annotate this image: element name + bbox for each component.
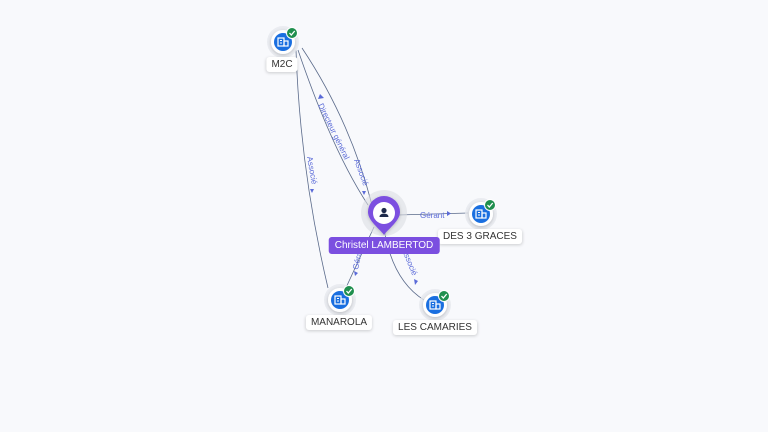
company-node-des3graces[interactable]: [465, 198, 497, 230]
company-label-lescamaries[interactable]: LES CAMARIES: [393, 320, 477, 335]
user-icon: [379, 207, 389, 217]
company-node-lescamaries[interactable]: [419, 289, 451, 321]
edge-arrow: [354, 271, 358, 276]
company-label-des3graces[interactable]: DES 3 GRACES: [438, 229, 522, 244]
company-label-manarola[interactable]: MANAROLA: [305, 315, 373, 330]
edge-gerant-des3graces[interactable]: [397, 212, 469, 216]
person-node[interactable]: [361, 190, 407, 236]
edge-directeur-general[interactable]: [297, 49, 369, 206]
edge-arrow: [310, 189, 314, 193]
edge-arrow: [362, 191, 366, 195]
edge-arrow: [318, 94, 324, 99]
edge-associe-manarola-m2c[interactable]: [295, 49, 329, 289]
company-node-manarola[interactable]: [324, 284, 356, 316]
verified-check-icon: [286, 27, 298, 39]
verified-check-icon: [484, 199, 496, 211]
edge-label-associe-manarola: Associé: [305, 156, 319, 186]
person-name-label[interactable]: Christel LAMBERTOD: [328, 237, 440, 254]
edge-arrow: [414, 279, 418, 285]
edge-label-gerant-des3graces: Gérant: [420, 211, 445, 220]
verified-check-icon: [343, 285, 355, 297]
edge-label-directeur-general: Directeur général: [316, 102, 351, 161]
verified-check-icon: [438, 290, 450, 302]
company-label-m2c[interactable]: M2C: [266, 57, 298, 72]
company-node-m2c[interactable]: [267, 26, 299, 58]
edge-associe-m2c[interactable]: [301, 47, 373, 206]
edge-layer: Directeur général Associé Associé Gérant…: [295, 47, 469, 301]
edge-arrow: [447, 211, 451, 216]
